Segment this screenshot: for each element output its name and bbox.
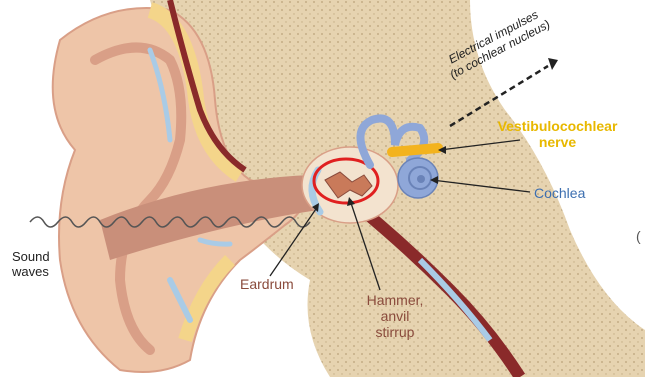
label-eardrum: Eardrum (240, 276, 294, 292)
label-vestibulocochlear-nerve: Vestibulocochlear nerve (470, 118, 645, 150)
stray-mark: ( (636, 228, 641, 244)
vestibulocochlear-nerve (392, 148, 438, 152)
label-cochlea: Cochlea (534, 185, 585, 201)
label-hammer-anvil-stirrup: Hammer, anvil stirrup (340, 292, 450, 340)
cochlea-core (417, 175, 425, 183)
electrical-arrowhead (548, 58, 558, 70)
label-sound-waves: Sound waves (12, 250, 50, 280)
